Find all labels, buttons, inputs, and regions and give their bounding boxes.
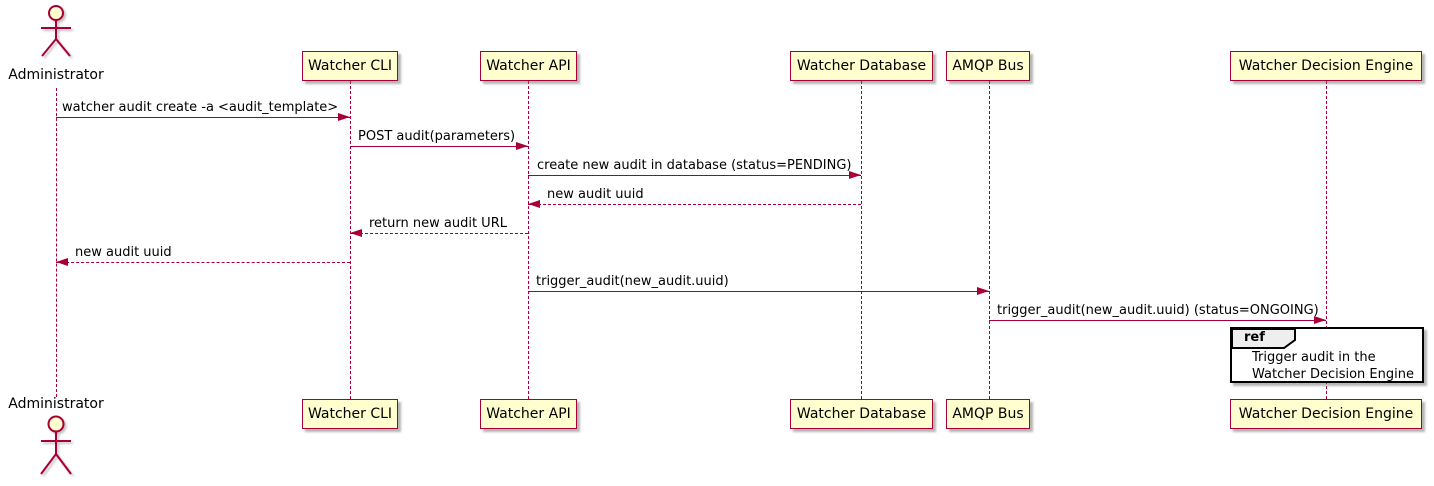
message-line [989, 320, 1326, 321]
message-label: new audit uuid [547, 187, 644, 202]
participant-box-amqp-bus-bottom: AMQP Bus [946, 399, 1030, 429]
message-line [528, 291, 989, 292]
arrowhead-right-icon [1314, 316, 1326, 324]
lifeline-watcher-api [528, 81, 529, 399]
arrowhead-right-icon [849, 171, 861, 179]
ref-text-line1: Trigger audit in the [1252, 350, 1376, 365]
participant-box-watcher-cli-bottom: Watcher CLI [302, 399, 398, 429]
lifeline-watcher-decision-engine [1326, 81, 1327, 399]
message-label: create new audit in database (status=PEN… [537, 158, 852, 173]
actor-administrator-label-top: Administrator [8, 67, 104, 83]
arrowhead-left-icon [56, 258, 68, 266]
message-label: new audit uuid [75, 245, 172, 260]
ref-header-tab-icon [1231, 328, 1296, 349]
lifeline-amqp-bus [989, 81, 990, 399]
participant-box-watcher-database-bottom: Watcher Database [790, 399, 933, 429]
participant-box-watcher-cli-top: Watcher CLI [302, 51, 398, 81]
participant-box-watcher-database-top: Watcher Database [790, 51, 933, 81]
message-line [528, 204, 861, 205]
arrowhead-right-icon [977, 287, 989, 295]
lifeline-administrator [56, 88, 57, 397]
actor-administrator-icon [40, 415, 72, 475]
message-label: return new audit URL [369, 216, 507, 231]
lifeline-watcher-cli [350, 81, 351, 399]
arrowhead-left-icon [528, 200, 540, 208]
ref-keyword: ref [1244, 330, 1265, 345]
participant-box-watcher-api-top: Watcher API [480, 51, 577, 81]
ref-text-line2: Watcher Decision Engine [1252, 367, 1414, 382]
arrowhead-right-icon [338, 113, 350, 121]
lifeline-watcher-database [861, 81, 862, 399]
message-line [528, 175, 861, 176]
message-label: POST audit(parameters) [358, 129, 516, 144]
actor-administrator-label-bottom: Administrator [8, 396, 104, 412]
participant-box-amqp-bus-top: AMQP Bus [946, 51, 1030, 81]
message-line [56, 262, 350, 263]
message-line [350, 233, 528, 234]
message-line [56, 117, 350, 118]
message-line [350, 146, 528, 147]
ref-fragment: ref Trigger audit in the Watcher Decisio… [1230, 327, 1424, 383]
arrowhead-right-icon [516, 142, 528, 150]
arrowhead-left-icon [350, 229, 362, 237]
participant-box-watcher-api-bottom: Watcher API [480, 399, 577, 429]
message-label: trigger_audit(new_audit.uuid) (status=ON… [997, 303, 1319, 318]
participant-box-watcher-decision-engine-bottom: Watcher Decision Engine [1230, 399, 1422, 429]
participant-box-watcher-decision-engine-top: Watcher Decision Engine [1230, 51, 1422, 81]
message-label: watcher audit create -a <audit_template> [62, 100, 339, 115]
message-label: trigger_audit(new_audit.uuid) [536, 274, 729, 289]
actor-administrator-icon [41, 5, 71, 57]
